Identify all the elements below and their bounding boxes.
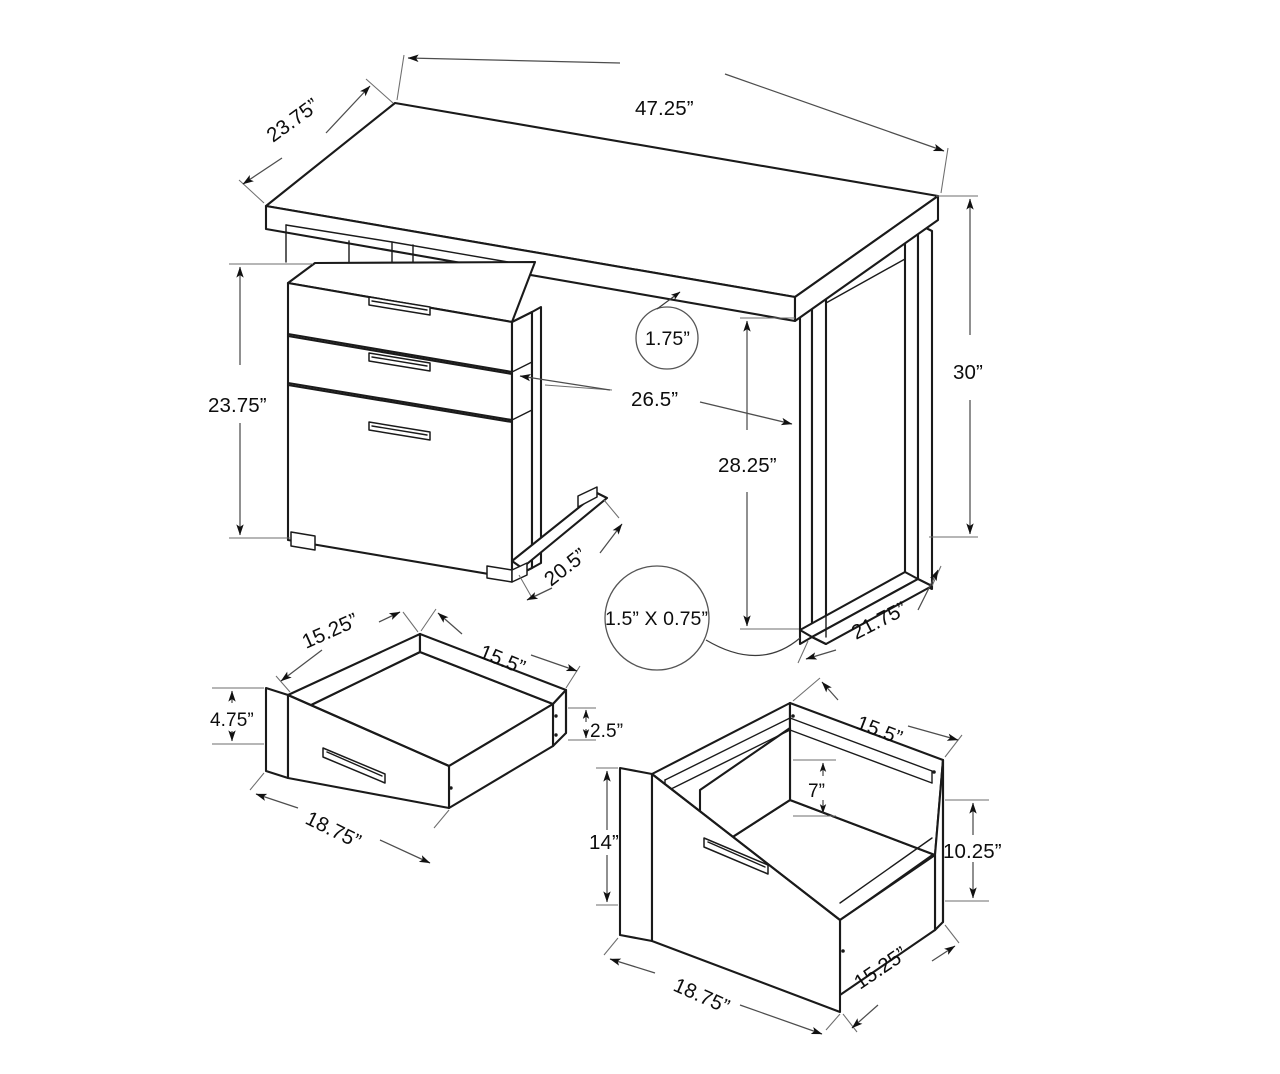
deep-drawer-view xyxy=(618,701,945,1014)
dim-label-desk-width: 47.25” xyxy=(635,97,694,120)
dim-shallow-side-height: 2.5” xyxy=(568,707,623,742)
dim-deep-side-height: 10.25” xyxy=(943,799,1002,902)
dim-shallow-front-height: 4.75” xyxy=(210,687,264,745)
callout-top-thickness: 1.75” xyxy=(635,291,699,370)
shallow-drawer-view xyxy=(264,632,568,810)
drawer-handle-bottom[interactable] xyxy=(368,421,431,441)
dim-label-shallow-front-height: 4.75” xyxy=(210,710,254,731)
dim-cabinet-height: 23.75” xyxy=(208,263,313,539)
dim-label-deep-divider: 7” xyxy=(808,781,825,802)
cabinet-feet xyxy=(290,486,598,583)
dim-knee-height: 28.25” xyxy=(718,317,799,630)
dim-desk-width: 47.25” xyxy=(396,54,949,194)
drawer-handle-middle[interactable] xyxy=(368,352,431,372)
drawer-cabinet xyxy=(286,260,609,583)
dim-label-deep-front-height: 14” xyxy=(589,831,619,854)
dim-label-deep-side-height: 10.25” xyxy=(943,840,1002,863)
dim-label-desk-height: 30” xyxy=(953,361,983,384)
drawer-handle-top[interactable] xyxy=(368,296,431,316)
desk-assembly-view xyxy=(264,101,940,646)
dim-label-cabinet-height: 23.75” xyxy=(208,394,267,417)
callout-leg-profile: 1.5” X 0.75” xyxy=(604,565,801,671)
dim-label-shallow-side-height: 2.5” xyxy=(590,721,623,742)
dim-label-knee-width: 26.5” xyxy=(631,388,678,411)
shallow-drawer-handle[interactable] xyxy=(322,747,386,784)
dim-label-leg-profile: 1.5” X 0.75” xyxy=(605,608,708,630)
deep-drawer-handle[interactable] xyxy=(703,837,769,875)
dim-knee-width: 26.5” xyxy=(519,373,793,426)
dim-label-top-thickness: 1.75” xyxy=(645,328,690,350)
dim-deep-divider: 7” xyxy=(793,759,836,817)
dim-deep-front-height: 14” xyxy=(589,767,619,906)
dim-desk-height: 30” xyxy=(929,195,983,538)
dim-label-knee-height: 28.25” xyxy=(718,454,777,477)
